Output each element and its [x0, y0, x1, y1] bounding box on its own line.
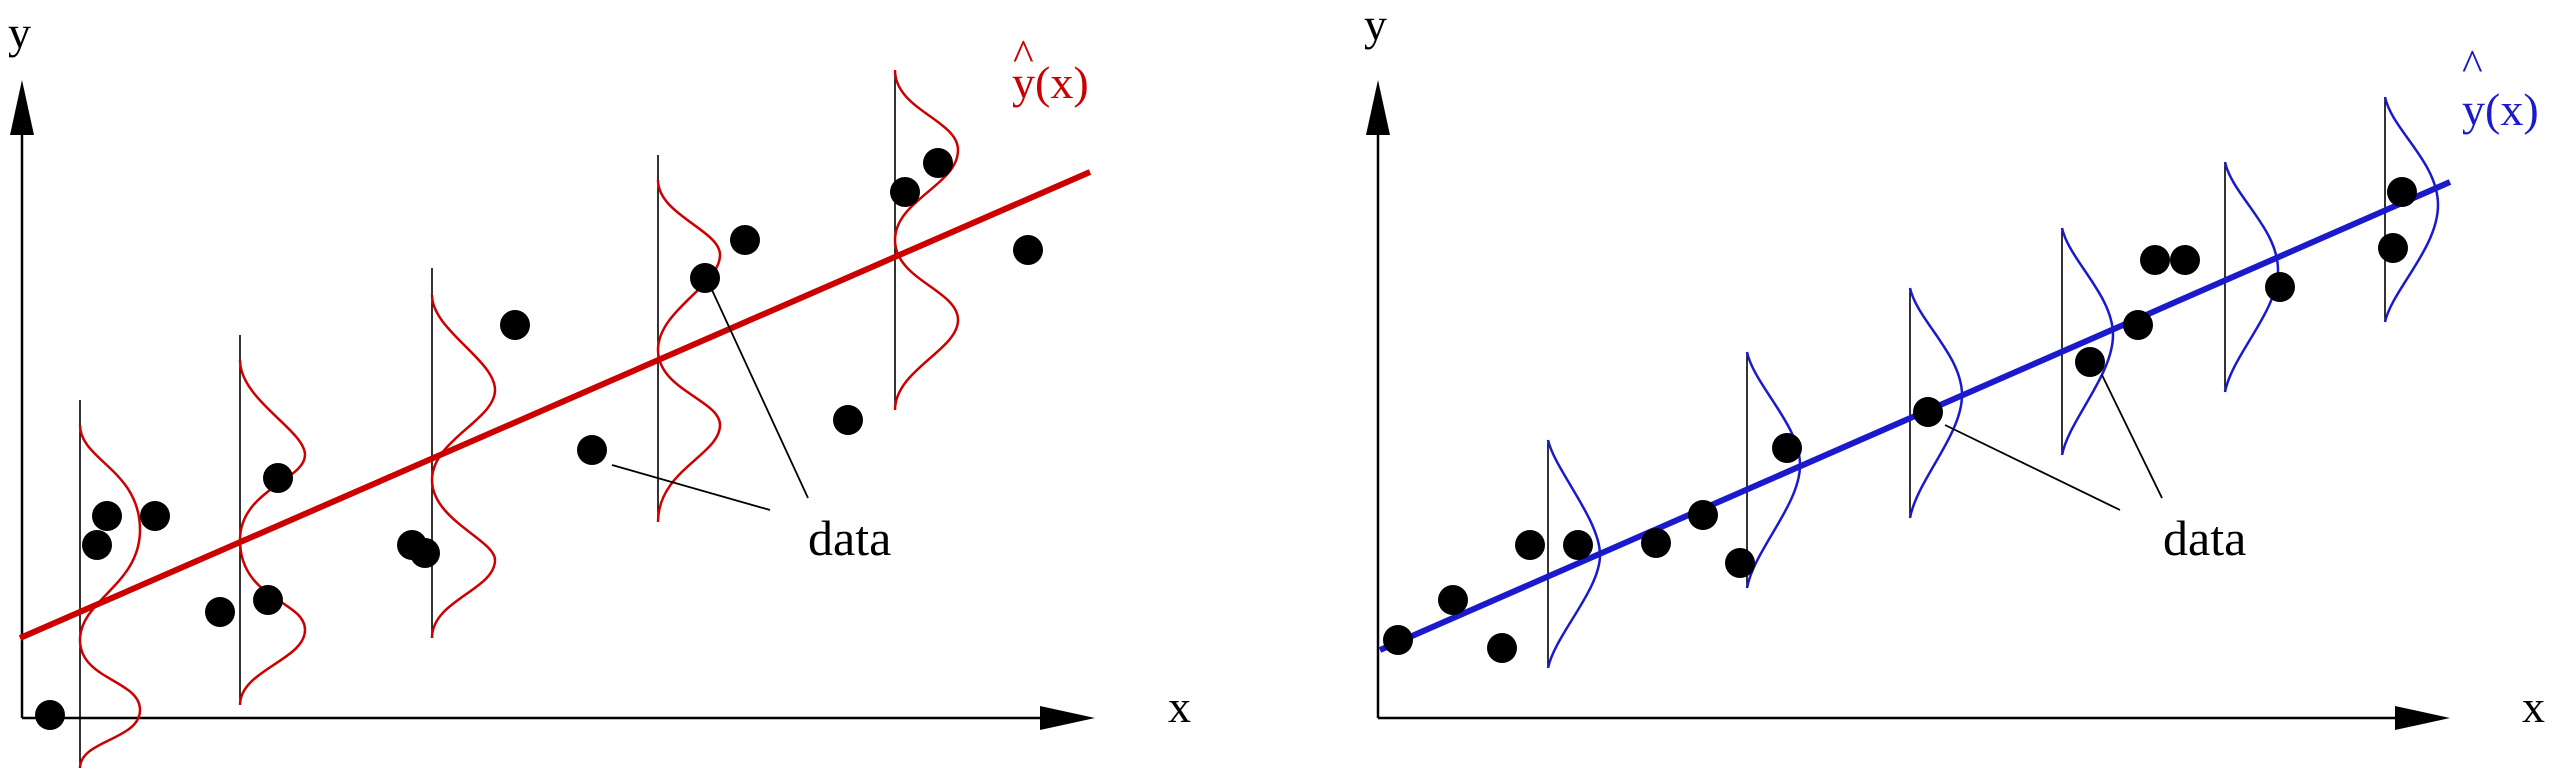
- data-point: [690, 263, 720, 293]
- data-point: [1913, 397, 1943, 427]
- data-point: [730, 225, 760, 255]
- left-distribution-2: [238, 359, 307, 706]
- left-data-annotation: [611, 289, 809, 511]
- data-point: [1725, 548, 1755, 578]
- data-point: [1013, 235, 1043, 265]
- data-point: [1383, 625, 1413, 655]
- left-data-points: [35, 148, 1043, 730]
- right-data-points: [1383, 177, 2417, 663]
- data-point: [1515, 530, 1545, 560]
- right-distribution-4: [2060, 227, 2115, 456]
- data-point: [577, 435, 607, 465]
- data-point: [890, 177, 920, 207]
- data-point: [82, 530, 112, 560]
- data-point: [833, 405, 863, 435]
- right-x-axis-arrow: [2395, 706, 2450, 730]
- left-panel: y x ^ y(x): [8, 7, 1191, 769]
- data-point: [2265, 272, 2295, 302]
- left-sample-lines: [79, 70, 896, 768]
- data-point: [1487, 633, 1517, 663]
- data-point: [2170, 245, 2200, 275]
- left-distribution-4: [656, 179, 722, 523]
- data-point: [2123, 310, 2153, 340]
- right-panel: y x ^ y(x): [1364, 0, 2545, 732]
- right-fit-hat: ^: [2462, 41, 2483, 90]
- data-point: [2140, 245, 2170, 275]
- data-point: [35, 700, 65, 730]
- right-y-axis-label: y: [1364, 0, 1387, 50]
- left-y-axis-arrow: [10, 80, 34, 135]
- right-sample-lines: [1547, 97, 2386, 668]
- left-distribution-5: [893, 69, 960, 411]
- data-point: [253, 585, 283, 615]
- data-point: [500, 310, 530, 340]
- data-point: [923, 148, 953, 178]
- data-point: [92, 501, 122, 531]
- right-fit-label: y(x): [2462, 84, 2539, 135]
- left-distribution-1: [78, 424, 142, 769]
- data-point: [1688, 500, 1718, 530]
- data-point: [410, 538, 440, 568]
- left-y-axis-label: y: [8, 7, 31, 58]
- left-fit-label: y(x): [1012, 57, 1089, 108]
- data-point: [1641, 528, 1671, 558]
- left-x-axis-label: x: [1168, 681, 1191, 732]
- data-point: [1438, 585, 1468, 615]
- data-point: [2378, 233, 2408, 263]
- left-distribution-3: [430, 294, 497, 639]
- right-x-axis-label: x: [2522, 681, 2545, 732]
- left-x-axis-arrow: [1040, 706, 1095, 730]
- left-fit-hat: ^: [1013, 31, 1034, 80]
- right-data-label: data: [2163, 510, 2246, 566]
- left-fitted-line: [18, 169, 1092, 641]
- data-point: [263, 463, 293, 493]
- data-point: [1563, 530, 1593, 560]
- right-distribution-5: [2223, 161, 2280, 393]
- data-point: [1772, 433, 1802, 463]
- data-point: [2075, 347, 2105, 377]
- data-point: [2387, 177, 2417, 207]
- left-data-label: data: [808, 510, 891, 566]
- data-point: [205, 597, 235, 627]
- right-data-annotation: [1944, 374, 2163, 511]
- right-y-axis-arrow: [1366, 80, 1390, 135]
- data-point: [140, 501, 170, 531]
- right-distribution-6: [2383, 96, 2440, 323]
